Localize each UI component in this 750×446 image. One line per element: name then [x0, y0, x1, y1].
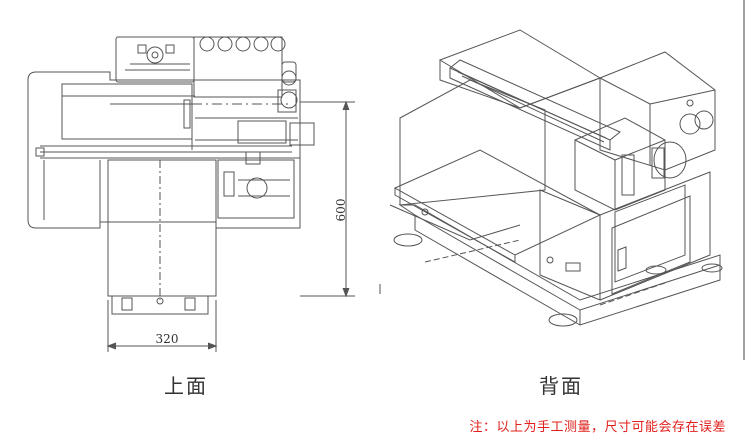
back-view-drawing: [389, 29, 723, 327]
measurement-note: 注：以上为手工测量，尺寸可能会存在误差: [469, 420, 726, 435]
top-view-drawing: [27, 36, 315, 315]
ink-cartridges: [199, 36, 286, 52]
width-dimension-label: 320: [156, 332, 179, 346]
top-view-label: 上面: [164, 374, 208, 398]
back-view-label: 背面: [539, 374, 583, 398]
platform-table: [107, 159, 217, 297]
dimension-lines: [106, 100, 355, 352]
height-dimension-label: 600: [334, 199, 348, 222]
